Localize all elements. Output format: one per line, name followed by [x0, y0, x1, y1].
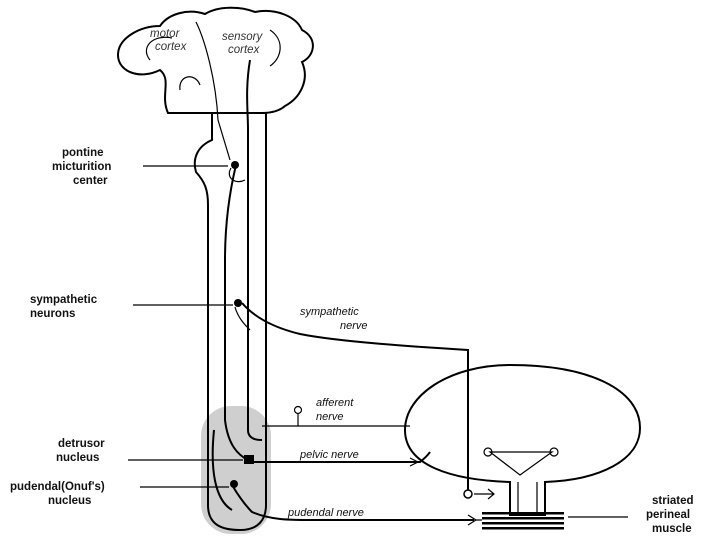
pontine-neuron-dendrite — [228, 167, 246, 183]
cord-inner-line — [211, 429, 233, 511]
afferent-nerve-label-2: nerve — [316, 411, 344, 423]
brain — [116, 6, 314, 114]
pontine-label-3: center — [73, 175, 108, 187]
pelvic-nerve-line — [254, 451, 431, 463]
brain-sulcus — [179, 76, 201, 91]
sympathetic-neurons-label-2: neurons — [30, 308, 75, 320]
sympathetic-nerve-line — [241, 302, 469, 490]
trigone — [488, 451, 554, 476]
pudendal-nerve-arrow — [467, 514, 482, 526]
sympathetic-neuron — [234, 299, 242, 307]
striated-label-3: muscle — [652, 523, 692, 535]
striated-label-1: striated — [652, 495, 694, 507]
bladder — [403, 363, 642, 516]
pudendal-nerve-label: pudendal nerve — [287, 507, 364, 519]
sympathetic-nerve-terminal — [463, 489, 473, 499]
sensory-tract — [246, 59, 263, 441]
perineal-muscle — [482, 512, 564, 530]
pudendal-branch — [231, 484, 311, 521]
sympathetic-neurons-label-1: sympathetic — [30, 294, 98, 306]
spinal-cord — [193, 112, 267, 532]
ureter-orifice — [549, 447, 559, 457]
afferent-nerve-label-1: afferent — [316, 397, 354, 409]
brain-sulcus — [269, 29, 281, 67]
motor-cortex-label-2: cortex — [155, 41, 188, 53]
pontine-label-1: pontine — [62, 147, 104, 159]
pudendal-nucleus-label-2: nucleus — [48, 495, 91, 507]
sympathetic-neuron-dendrite — [234, 306, 251, 331]
pelvic-nerve-arrow — [409, 457, 420, 467]
descending-tract — [224, 164, 249, 461]
afferent-nerve-ganglion — [293, 405, 303, 415]
pelvic-nerve-label: pelvic nerve — [299, 449, 359, 461]
pudendal-neuron — [230, 480, 238, 488]
ureter-orifice — [483, 447, 493, 457]
brain-sulcus — [145, 36, 173, 61]
detrusor-neuron — [244, 455, 254, 464]
motor-cortex-label-1: motor — [150, 28, 181, 40]
sensory-cortex-label-1: sensory — [222, 31, 264, 43]
striated-label-2: perineal — [646, 509, 690, 521]
sensory-cortex-label-2: cortex — [228, 44, 261, 56]
sympathetic-nerve-label-1: sympathetic — [300, 306, 359, 318]
motor-tract — [195, 21, 231, 161]
detrusor-label-1: detrusor — [58, 438, 105, 450]
urethra — [517, 482, 538, 512]
pontine-label-2: micturition — [52, 161, 111, 173]
pontine-neuron — [231, 161, 239, 169]
sympathetic-nerve-label-2: nerve — [340, 320, 368, 332]
detrusor-label-2: nucleus — [56, 452, 99, 464]
pudendal-nucleus-label-1: pudendal(Onuf's) — [10, 481, 105, 493]
sympathetic-nerve-synapse — [474, 488, 495, 500]
